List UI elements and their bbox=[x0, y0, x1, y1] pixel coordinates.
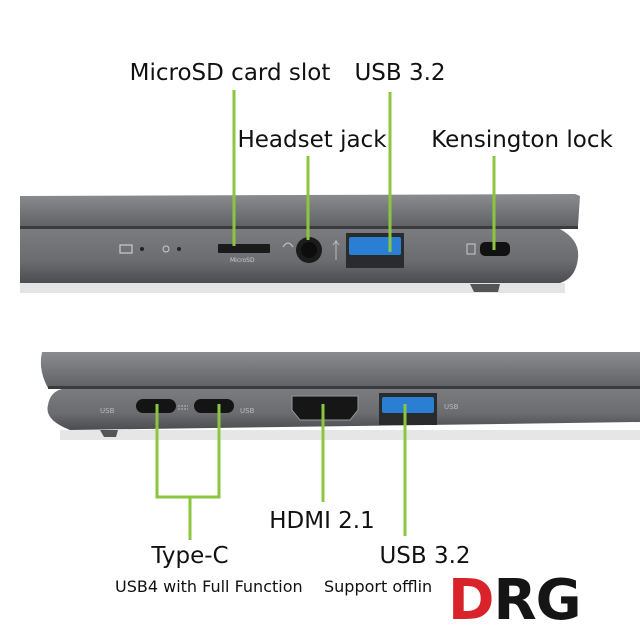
drg-logo: DRG bbox=[448, 572, 630, 630]
lock-icon bbox=[466, 243, 476, 255]
usb-top-label: USB 3.2 bbox=[354, 60, 446, 86]
microsd-slot: MicroSD bbox=[218, 244, 270, 264]
svg-text:USB: USB bbox=[444, 403, 459, 411]
laptop-right-side: MicroSD bbox=[20, 194, 580, 293]
logo-letters-rg: RG bbox=[493, 568, 581, 633]
usb-icon bbox=[332, 240, 340, 260]
microsd-label: MicroSD card slot bbox=[129, 60, 331, 86]
hdmi-port bbox=[291, 395, 359, 421]
svg-text:USB: USB bbox=[240, 407, 255, 415]
battery-led-icon bbox=[119, 244, 144, 254]
usb-bottom-sublabel: Support offlin bbox=[324, 577, 433, 596]
logo-letter-d: D bbox=[448, 568, 494, 633]
headset-label: Headset jack bbox=[237, 127, 387, 153]
typec-sublabel: USB4 with Full Function bbox=[115, 577, 303, 596]
svg-text:MicroSD: MicroSD bbox=[230, 257, 255, 264]
callout-lines bbox=[155, 90, 496, 540]
hdmi-label: HDMI 2.1 bbox=[269, 508, 375, 534]
usb-a-port-top bbox=[346, 233, 404, 268]
laptop-left-side: USB USB USB bbox=[40, 352, 640, 440]
usb-a-port-bottom bbox=[379, 393, 437, 425]
kensington-label: Kensington lock bbox=[431, 127, 613, 153]
usb-c-port-2 bbox=[194, 399, 234, 413]
power-led-icon bbox=[162, 245, 181, 253]
usb-bottom-label: USB 3.2 bbox=[379, 543, 471, 569]
usb-icon: USB bbox=[100, 407, 115, 415]
headset-icon bbox=[282, 242, 294, 248]
typec-label: Type-C bbox=[151, 543, 229, 569]
